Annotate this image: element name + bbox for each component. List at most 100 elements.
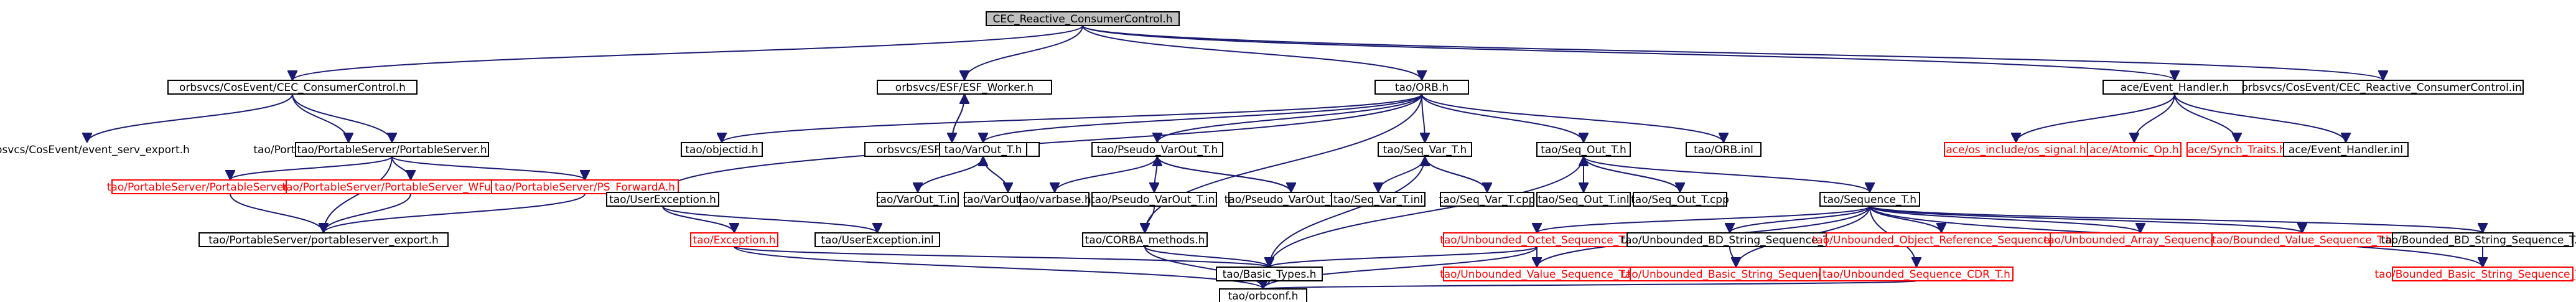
node-ps-forwarda[interactable]: tao/PortableServer/PS_ForwardA.h xyxy=(491,179,679,194)
edge-sequence-t-to-unb-octet-seq xyxy=(1537,205,1870,234)
node-seq-var-h-box xyxy=(1378,142,1472,157)
node-ps-wfunctions[interactable]: tao/PortableServer/PortableServer_WFunct… xyxy=(282,179,539,194)
node-objectid-box xyxy=(681,142,763,157)
node-orb-h[interactable]: tao/ORB.h xyxy=(1374,80,1469,95)
node-atomic-op-label: ace/Atomic_Op.h xyxy=(2089,144,2179,156)
node-seq-var-h[interactable]: tao/Seq_Var_T.h xyxy=(1378,142,1472,157)
node-seq-out-h-label: tao/Seq_Out_T.h xyxy=(1541,144,1626,156)
node-exception-h[interactable]: tao/Exception.h xyxy=(690,232,778,247)
node-user-exception-h[interactable]: tao/UserException.h xyxy=(606,192,719,207)
node-varbase[interactable]: tao/varbase.h xyxy=(1018,192,1091,207)
node-bd-value-seq[interactable]: tao/Bounded_Value_Sequence_T.h xyxy=(2211,232,2393,247)
node-pseudo-varout-cpp[interactable]: tao/Pseudo_VarOut_T.cpp xyxy=(1225,192,1358,207)
node-user-exception-h-box xyxy=(606,192,719,207)
node-ace-event-handler[interactable]: ace/Event_Handler.h xyxy=(2102,80,2247,95)
node-esf-worker[interactable]: orbsvcs/ESF/ESF_Worker.h xyxy=(877,80,1052,95)
node-seq-out-h[interactable]: tao/Seq_Out_T.h xyxy=(1536,142,1631,157)
node-objectid-label: tao/objectid.h xyxy=(685,144,758,156)
edge-pseudo-varout-h-to-varbase xyxy=(1055,156,1158,193)
edge-root-to-cec-consumer xyxy=(292,25,1083,81)
node-varout-inl-box xyxy=(877,192,959,207)
edge-seq-out-h-to-sequence-t xyxy=(1583,156,1870,193)
node-corba-methods-box xyxy=(1082,232,1208,247)
node-bd-basic-string-seq[interactable]: tao/Bounded_Basic_String_Sequence_T.h xyxy=(2374,267,2576,281)
node-seq-out-inl[interactable]: tao/Seq_Out_T.inl xyxy=(1536,192,1631,207)
edge-cec-consumer-to-event-serv-export xyxy=(87,93,293,143)
node-pseudo-varout-inl-label: tao/Pseudo_VarOut_T.inl xyxy=(1091,194,1218,206)
node-seq-out-cpp-box xyxy=(1633,192,1727,207)
node-basic-types[interactable]: tao/Basic_Types.h xyxy=(1216,267,1323,281)
node-pseudo-varout-inl-box xyxy=(1091,192,1217,207)
edge-sequence-t-to-bd-bd-string-seq xyxy=(1869,205,2483,234)
node-event-serv-export[interactable]: orbsvcs/CosEvent/event_serv_export.h xyxy=(0,144,190,156)
node-orb-inl[interactable]: tao/ORB.inl xyxy=(1686,142,1762,157)
edge-cec-consumer-to-ps-portableserver-h xyxy=(292,93,348,143)
node-bd-bd-string-seq[interactable]: tao/Bounded_BD_String_Sequence_T.h xyxy=(2381,232,2576,247)
node-root[interactable]: CEC_Reactive_ConsumerControl.h xyxy=(986,11,1180,26)
node-unb-basic-string-seq[interactable]: tao/Unbounded_Basic_String_Sequence_T.h xyxy=(1621,267,1851,281)
node-pseudo-varout-h[interactable]: tao/Pseudo_VarOut_T.h xyxy=(1091,142,1223,157)
node-bd-bd-string-seq-box xyxy=(2392,232,2574,247)
edges-layer xyxy=(87,25,2483,289)
node-basic-types-box xyxy=(1216,267,1323,281)
node-ps-wfunctions-label: tao/PortableServer/PortableServer_WFunct… xyxy=(282,181,539,194)
edge-seq-var-h-to-basic-types xyxy=(1269,156,1426,267)
node-seq-out-inl-box xyxy=(1536,192,1631,207)
node-seq-var-inl[interactable]: tao/Seq_Var_T.inl xyxy=(1331,192,1426,207)
edge-orb-h-to-user-exception-h xyxy=(663,93,1422,193)
node-seq-var-h-label: tao/Seq_Var_T.h xyxy=(1383,144,1467,156)
node-unb-value-seq[interactable]: tao/Unbounded_Value_Sequence_T.h xyxy=(1440,267,1634,281)
node-orbconf[interactable]: tao/orbconf.h xyxy=(1219,288,1307,302)
node-varout-inl[interactable]: tao/VarOut_T.inl xyxy=(876,192,959,207)
node-cec-consumer-label: orbsvcs/CosEvent/CEC_ConsumerControl.h xyxy=(179,82,406,94)
node-pseudo-varout-inl[interactable]: tao/Pseudo_VarOut_T.inl xyxy=(1091,192,1218,207)
node-atomic-op[interactable]: ace/Atomic_Op.h xyxy=(2087,142,2182,157)
edge-user-exception-h-to-user-exception-inl xyxy=(662,205,877,234)
node-unb-octet-seq[interactable]: tao/Unbounded_Octet_Sequence_T.h xyxy=(1440,232,1634,247)
edge-sequence-t-to-bd-value-seq xyxy=(1869,205,2302,234)
node-ps-export-label: tao/PortableServer/portableserver_export… xyxy=(208,234,439,247)
node-varout-h[interactable]: tao/VarOut_T.h xyxy=(939,142,1027,157)
node-cec-reactive-inl[interactable]: orbsvcs/CosEvent/CEC_Reactive_ConsumerCo… xyxy=(2241,80,2525,95)
node-seq-var-inl-box xyxy=(1331,192,1426,207)
node-seq-out-cpp[interactable]: tao/Seq_Out_T.cpp xyxy=(1631,192,1729,207)
node-synch-traits[interactable]: ace/Synch_Traits.h xyxy=(2186,142,2287,157)
node-unb-octet-seq-label: tao/Unbounded_Octet_Sequence_T.h xyxy=(1440,234,1634,247)
node-unb-bd-string-seq[interactable]: tao/Unbounded_BD_String_Sequence_T.h xyxy=(1621,232,1839,247)
edge-orb-h-to-pseudo-varout-h xyxy=(1157,93,1422,143)
node-seq-var-cpp[interactable]: tao/Seq_Var_T.cpp xyxy=(1439,192,1536,207)
node-cec-consumer[interactable]: orbsvcs/CosEvent/CEC_ConsumerControl.h xyxy=(167,80,418,95)
node-unb-objref-seq[interactable]: tao/Unbounded_Object_Reference_Sequence_… xyxy=(1813,232,2071,247)
edge-unb-octet-seq-to-basic-types xyxy=(1269,246,1538,268)
node-objectid[interactable]: tao/objectid.h xyxy=(681,142,763,157)
edge-varout-h-to-varout-inl xyxy=(918,156,984,193)
edge-unb-bd-string-seq-to-unb-basic-string-seq xyxy=(1729,246,1736,268)
node-unb-seq-cdr[interactable]: tao/Unbounded_Sequence_CDR_T.h xyxy=(1819,267,2014,281)
edge-exception-h-to-basic-types xyxy=(734,246,1269,268)
node-orb-h-label: tao/ORB.h xyxy=(1395,82,1449,94)
node-synch-traits-label: ace/Synch_Traits.h xyxy=(2188,144,2286,156)
node-portableserver-h[interactable]: tao/PortableServer/PortableServer.h xyxy=(295,142,489,157)
node-unb-array-seq[interactable]: tao/Unbounded_Array_Sequence_T.h xyxy=(2044,232,2238,247)
node-os-signal[interactable]: ace/os_include/os_signal.h xyxy=(1944,142,2088,157)
node-user-exception-inl[interactable]: tao/UserException.inl xyxy=(814,232,940,247)
node-user-exception-inl-label: tao/UserException.inl xyxy=(821,234,933,247)
edge-sequence-t-to-unb-bd-string-seq xyxy=(1730,205,1870,234)
node-root-box xyxy=(986,11,1180,26)
edge-portableserver-h-to-ps-export xyxy=(324,156,393,233)
node-corba-methods[interactable]: tao/CORBA_methods.h xyxy=(1082,232,1208,247)
node-orb-inl-label: tao/ORB.inl xyxy=(1694,144,1753,156)
node-ace-event-handler-inl[interactable]: ace/Event_Handler.inl xyxy=(2283,142,2409,157)
edge-pseudo-varout-inl-to-corba-methods xyxy=(1145,205,1155,234)
node-ps-export-box xyxy=(198,232,449,247)
edge-ace-event-handler-to-synch-traits xyxy=(2174,93,2237,143)
node-unb-bd-string-seq-label: tao/Unbounded_BD_String_Sequence_T.h xyxy=(1621,234,1838,247)
node-basic-types-label: tao/Basic_Types.h xyxy=(1223,268,1317,281)
node-ps-export[interactable]: tao/PortableServer/portableserver_export… xyxy=(198,232,449,247)
node-exception-h-box xyxy=(690,232,778,247)
node-portableserver-h-label: tao/PortableServer/PortableServer.h xyxy=(297,144,487,156)
node-user-exception-inl-box xyxy=(814,232,940,247)
edge-ace-event-handler-to-os-signal xyxy=(2016,93,2175,143)
node-sequence-t[interactable]: tao/Sequence_T.h xyxy=(1819,192,1920,207)
